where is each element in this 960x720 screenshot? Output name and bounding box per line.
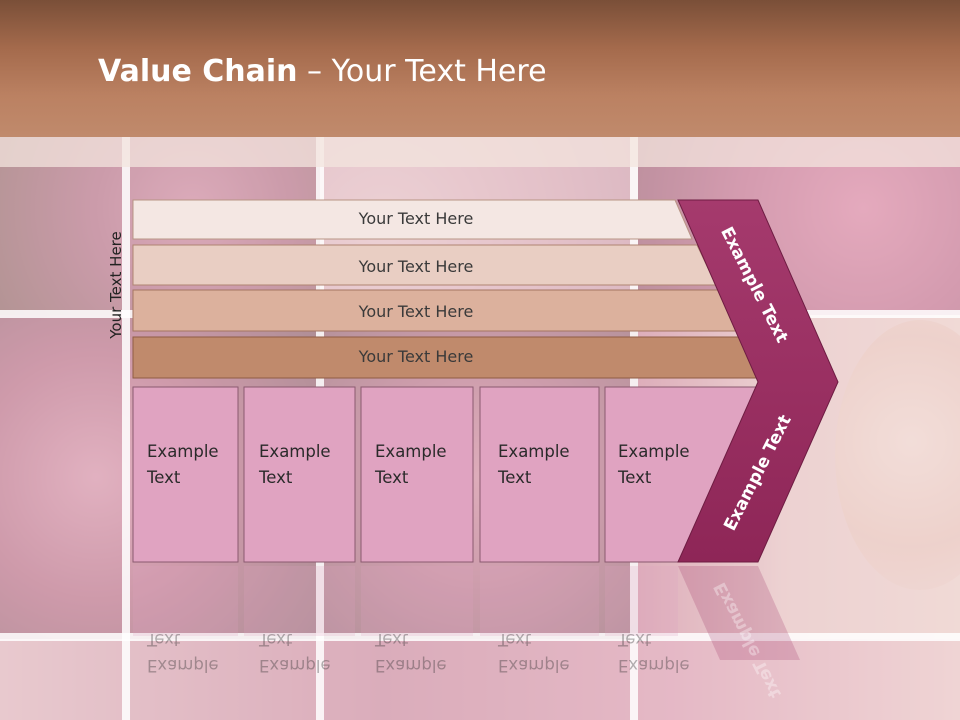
- cell-label-reflection: Example Text: [375, 630, 447, 675]
- bar-label-4: Your Text Here: [358, 347, 474, 366]
- value-chevron: [677, 199, 839, 563]
- value-bar-1: [132, 199, 693, 240]
- bar-label-3: Your Text Here: [358, 302, 474, 321]
- example-cell-2: [243, 386, 356, 563]
- reflection-cell: [480, 566, 599, 636]
- title-rest: – Your Text Here: [297, 54, 547, 89]
- slide-title: Value Chain – Your Text Here: [98, 54, 547, 89]
- grid-divider: [0, 633, 960, 641]
- example-cell-1: [132, 386, 239, 563]
- bar-label-2: Your Text Here: [358, 257, 474, 276]
- example-cell-3: [360, 386, 474, 563]
- cell-label-reflection: Example Text: [147, 630, 219, 675]
- cell-label-reflection: Example Text: [618, 630, 690, 675]
- title-bold: Value Chain: [98, 54, 298, 89]
- grid-divider: [122, 137, 130, 720]
- cell-label-3: Example Text: [375, 442, 447, 487]
- reflection-chevron: [678, 566, 800, 660]
- reflection-cell: [244, 566, 355, 636]
- cell-label-4: Example Text: [498, 442, 570, 487]
- reflection: [133, 566, 800, 660]
- cell-label-2: Example Text: [259, 442, 331, 487]
- bar-label-1: Your Text Here: [358, 209, 474, 228]
- reflection-cell: [133, 566, 238, 636]
- cell-label-5: Example Text: [618, 442, 690, 487]
- example-cell-4: [479, 386, 600, 563]
- cell-label-reflection: Example Text: [498, 630, 570, 675]
- cell-label-reflection: Example Text: [259, 630, 331, 675]
- reflection-cell: [361, 566, 473, 636]
- reflection-cell: [605, 566, 678, 636]
- header-band: [0, 137, 960, 167]
- slide-header: Value Chain – Your Text Here: [0, 0, 960, 137]
- cell-label-1: Example Text: [147, 442, 219, 487]
